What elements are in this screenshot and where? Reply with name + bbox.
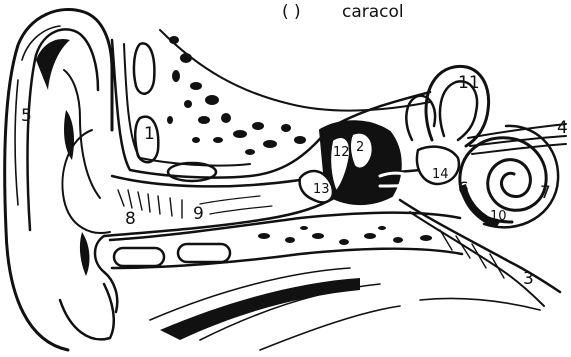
mastoid-air-cells xyxy=(167,36,306,155)
lobe-outline xyxy=(60,284,114,339)
label-12: 12 xyxy=(333,145,350,160)
auricle-shadow-upper xyxy=(36,39,70,90)
soft-tissue-shadow xyxy=(160,278,360,340)
label-2: 2 xyxy=(356,140,364,155)
canal-texture xyxy=(200,196,272,214)
label-13: 13 xyxy=(313,182,330,197)
lower-bone-top xyxy=(110,213,460,240)
cell-upper-outline xyxy=(134,43,154,93)
caption: ( ) caracol xyxy=(282,2,404,22)
auricle-shadow-low xyxy=(80,232,90,276)
caption-answer-blank: ( ) xyxy=(282,2,301,22)
auricle xyxy=(5,9,118,350)
cartilage-piece-right xyxy=(178,244,230,262)
label-1: 1 xyxy=(144,124,155,144)
tragus xyxy=(95,236,117,312)
label-11: 11 xyxy=(458,73,480,93)
inner-ear xyxy=(406,66,566,228)
auricle-outline xyxy=(5,9,112,350)
eustachian-tube-lower xyxy=(410,212,544,306)
label-8: 8 xyxy=(125,209,136,229)
caption-word: caracol xyxy=(342,2,404,22)
label-10: 10 xyxy=(490,209,507,224)
label-14: 14 xyxy=(432,167,449,182)
label-9: 9 xyxy=(193,204,204,224)
cartilage-piece-left xyxy=(114,248,164,266)
label-5: 5 xyxy=(21,106,32,126)
label-4: 4 xyxy=(557,118,568,138)
lower-bone-cells xyxy=(258,226,432,245)
auricle-shadow-mid xyxy=(64,110,74,160)
label-6: 6 xyxy=(458,179,469,199)
lower-bone xyxy=(110,213,540,350)
label-3: 3 xyxy=(523,269,534,289)
skull-surface xyxy=(160,30,430,111)
label-7: 7 xyxy=(540,183,551,203)
